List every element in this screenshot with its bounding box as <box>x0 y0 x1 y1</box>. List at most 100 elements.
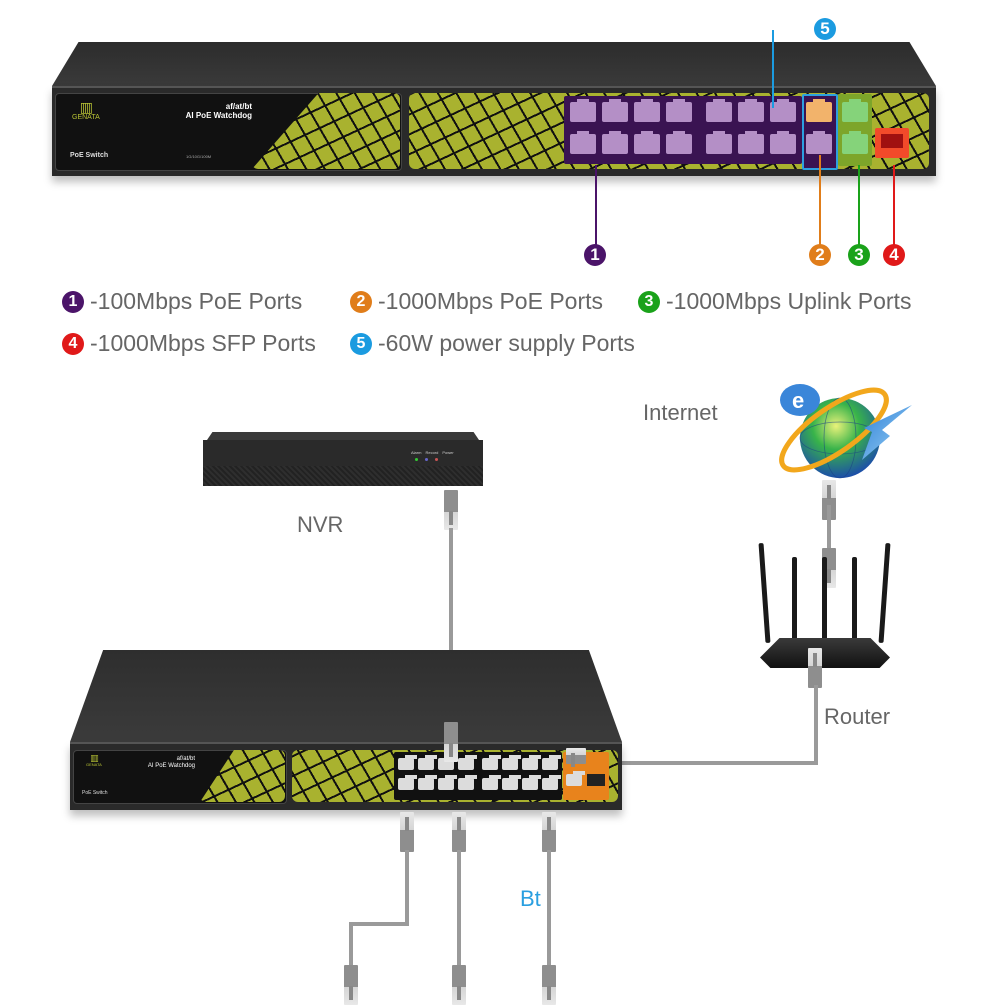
switch-nvr-plug-icon <box>444 722 458 762</box>
legend-text-3: -1000Mbps Uplink Ports <box>666 288 912 314</box>
switch-bottom-sfp-slot <box>587 774 605 786</box>
camera-plug-2-top-icon <box>452 812 466 852</box>
legend-text-2: -1000Mbps PoE Ports <box>378 288 604 314</box>
switch-lid <box>52 42 936 86</box>
camera-plug-3-bottom-icon <box>542 965 556 1005</box>
legend-text-1: -100Mbps PoE Ports <box>90 288 303 314</box>
nvr-top <box>207 432 479 440</box>
callout-badge-3: 3 <box>848 244 870 266</box>
switch-bottom-brand-logo: ▥ GENATA <box>86 754 102 767</box>
nvr-led-record-icon <box>425 458 428 461</box>
router-antenna-2 <box>792 557 797 643</box>
camera-plug-1-bottom-icon <box>344 965 358 1005</box>
legend-item-4: 4 -1000Mbps SFP Ports <box>62 330 316 357</box>
legend-item-1: 1 -100Mbps PoE Ports <box>62 288 302 315</box>
callout-badge-1: 1 <box>584 244 606 266</box>
legend-item-2: 2 -1000Mbps PoE Ports <box>350 288 603 315</box>
switch-bottom-title-line1: af/at/bt <box>176 756 195 762</box>
router-antenna-1 <box>758 542 771 644</box>
poe-100-port <box>706 99 732 122</box>
switch-router-plug-icon <box>566 748 586 767</box>
legend-text-4: -1000Mbps SFP Ports <box>90 330 316 356</box>
legend-badge-1: 1 <box>62 290 84 313</box>
svg-text:e: e <box>792 388 804 413</box>
poe-100-port <box>602 131 628 154</box>
poe-100-port <box>706 131 732 154</box>
legend-text-5: -60W power supply Ports <box>378 330 635 356</box>
nvr-label: NVR <box>297 512 344 537</box>
legend-badge-3: 3 <box>638 290 660 313</box>
legend-badge-5: 5 <box>350 332 372 355</box>
switch-bottom-rj45-port <box>458 775 477 790</box>
nvr-led-label-power: Power <box>442 450 454 455</box>
poe-100-port <box>770 131 796 154</box>
callout-badge-2: 2 <box>809 244 831 266</box>
legend-item-5: 5 -60W power supply Ports <box>350 330 635 357</box>
switch-bottom-rj45-port <box>482 755 501 770</box>
cable-camera-1-c <box>349 922 353 970</box>
callout-line-1 <box>595 165 597 245</box>
cable-camera-1-b <box>349 922 409 926</box>
switch-bottom-rj45-port <box>398 755 417 770</box>
callout-line-5 <box>772 30 774 108</box>
switch-bottom-title-line2: AI PoE Watchdog <box>147 762 195 769</box>
switch-type-label: PoE Switch <box>70 152 109 159</box>
poe-100-port <box>570 131 596 154</box>
nvr-device: Alarm Record Power <box>203 432 483 488</box>
cable-camera-2 <box>457 850 461 970</box>
switch-bottom-brand-mark-icon: ▥ <box>90 753 99 763</box>
cable-internet-router <box>827 505 831 555</box>
poe-100-port <box>738 99 764 122</box>
cable-camera-3 <box>547 850 551 970</box>
switch-bottom-front: ▥ GENATA af/at/bt AI PoE Watchdog PoE Sw… <box>70 742 622 810</box>
router-device <box>758 540 891 680</box>
router-antenna-5 <box>878 542 891 644</box>
sfp-port-block <box>875 128 909 158</box>
router-body <box>760 638 890 668</box>
poe-100-port <box>666 99 692 122</box>
callout-line-2 <box>819 155 821 245</box>
switch-bottom-rj45-port <box>398 775 417 790</box>
poe-100-port <box>634 99 660 122</box>
switch-bottom-rj45-port <box>438 775 457 790</box>
poe-100-port <box>738 131 764 154</box>
camera-plug-2-bottom-icon <box>452 965 466 1005</box>
switch-model: 1G/10G/100M <box>186 154 212 159</box>
nvr-plug-icon <box>444 490 458 530</box>
switch-bottom-rj45-port <box>418 755 437 770</box>
router-bottom-plug-icon <box>808 648 822 688</box>
legend-badge-4: 4 <box>62 332 84 355</box>
cable-camera-1-a <box>405 850 409 926</box>
switch-title-line1: af/at/bt <box>225 102 252 111</box>
legend-item-3: 3 -1000Mbps Uplink Ports <box>638 288 911 315</box>
switch-bottom-rj45-port <box>542 755 561 770</box>
callout-badge-4: 4 <box>883 244 905 266</box>
switch-bottom-rj45-port <box>522 775 541 790</box>
brand-mark-icon: ▥ <box>79 99 93 115</box>
nvr-led-alarm-icon <box>415 458 418 461</box>
camera-plug-1-top-icon <box>400 812 414 852</box>
switch-bottom-title: af/at/bt AI PoE Watchdog <box>130 756 195 770</box>
poe-1000-port <box>806 99 832 122</box>
switch-bottom-rj45-port <box>522 755 541 770</box>
nvr-led-label-record: Record <box>425 450 439 455</box>
poe-100-port <box>570 99 596 122</box>
switch-front-panel: ▥ GENATA af/at/bt AI PoE Watchdog PoE Sw… <box>52 86 936 176</box>
poe-1000-port-lower <box>806 131 832 154</box>
poe-switch-top: ▥ GENATA af/at/bt AI PoE Watchdog PoE Sw… <box>52 42 936 176</box>
poe-100-port <box>634 131 660 154</box>
callout-line-3 <box>858 165 860 245</box>
router-antenna-4 <box>852 557 857 643</box>
legend-badge-2: 2 <box>350 290 372 313</box>
switch-bottom-rj45-port <box>458 755 477 770</box>
poe-switch-bottom: ▥ GENATA af/at/bt AI PoE Watchdog PoE Sw… <box>70 650 622 810</box>
router-antenna-3 <box>822 557 827 643</box>
nvr-vent-grille <box>203 466 483 486</box>
cable-router-switch <box>580 761 818 765</box>
switch-bottom-rj45-port <box>542 775 561 790</box>
switch-bottom-rj45-port <box>418 775 437 790</box>
nvr-front-upper <box>203 440 483 466</box>
switch-bottom-lid <box>70 650 622 742</box>
poe-100-port <box>666 131 692 154</box>
uplink-port-2 <box>842 131 868 154</box>
